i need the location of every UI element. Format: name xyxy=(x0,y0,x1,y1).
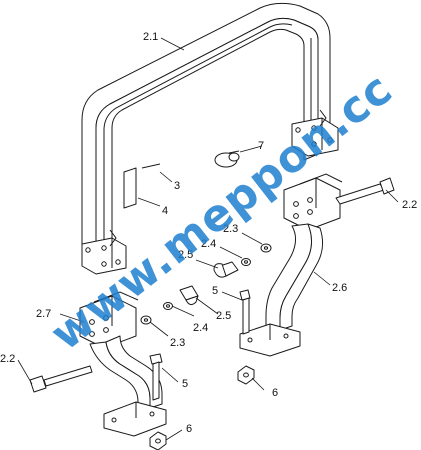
washer-2-4-mid xyxy=(163,302,173,310)
decal-sheet xyxy=(123,163,161,209)
bolt-5-right xyxy=(239,289,251,335)
callout-5-left: 5 xyxy=(182,378,188,390)
cap-plug xyxy=(214,150,240,168)
callout-2-1: 2.1 xyxy=(143,31,158,43)
callout-2-5-mid: 2.5 xyxy=(216,310,231,322)
callout-labels: 2.1 7 3 4 2.2 2.3 2.4 2.5 2.6 5 2.5 2.4 … xyxy=(0,31,417,435)
callout-2-5-top: 2.5 xyxy=(178,249,193,261)
callout-2-6: 2.6 xyxy=(332,282,347,294)
callout-2-2-left: 2.2 xyxy=(0,353,15,365)
washer-2-4-top xyxy=(241,258,251,266)
bolt-2-2-left xyxy=(29,365,93,393)
callout-2-4-mid: 2.4 xyxy=(193,322,208,334)
callout-2-3-mid: 2.3 xyxy=(170,337,185,349)
callout-6-left: 6 xyxy=(186,423,192,435)
washer-2-3-top xyxy=(260,243,272,253)
leader-lines xyxy=(17,37,399,441)
bolt-5-left xyxy=(149,353,163,401)
callout-5-right: 5 xyxy=(212,285,218,297)
acorn-nut-2-5-top xyxy=(213,261,239,278)
callout-2-2-right: 2.2 xyxy=(402,199,417,211)
washer-2-3-mid xyxy=(140,315,152,325)
nut-6-left xyxy=(149,431,167,450)
nut-6-right xyxy=(237,365,255,385)
callout-2-3-top: 2.3 xyxy=(223,223,238,235)
callout-2-4-top: 2.4 xyxy=(201,238,216,250)
bolt-2-2-right xyxy=(335,177,395,205)
callout-2-7: 2.7 xyxy=(36,308,51,320)
acorn-nut-2-5-mid xyxy=(179,285,199,306)
callout-4: 4 xyxy=(162,205,168,217)
left-mounting-bracket xyxy=(79,291,167,437)
roll-bar-frame xyxy=(81,2,339,275)
callout-6-right: 6 xyxy=(272,387,278,399)
callout-3: 3 xyxy=(174,180,180,192)
right-mounting-bracket xyxy=(239,173,343,357)
callout-7: 7 xyxy=(258,140,264,152)
